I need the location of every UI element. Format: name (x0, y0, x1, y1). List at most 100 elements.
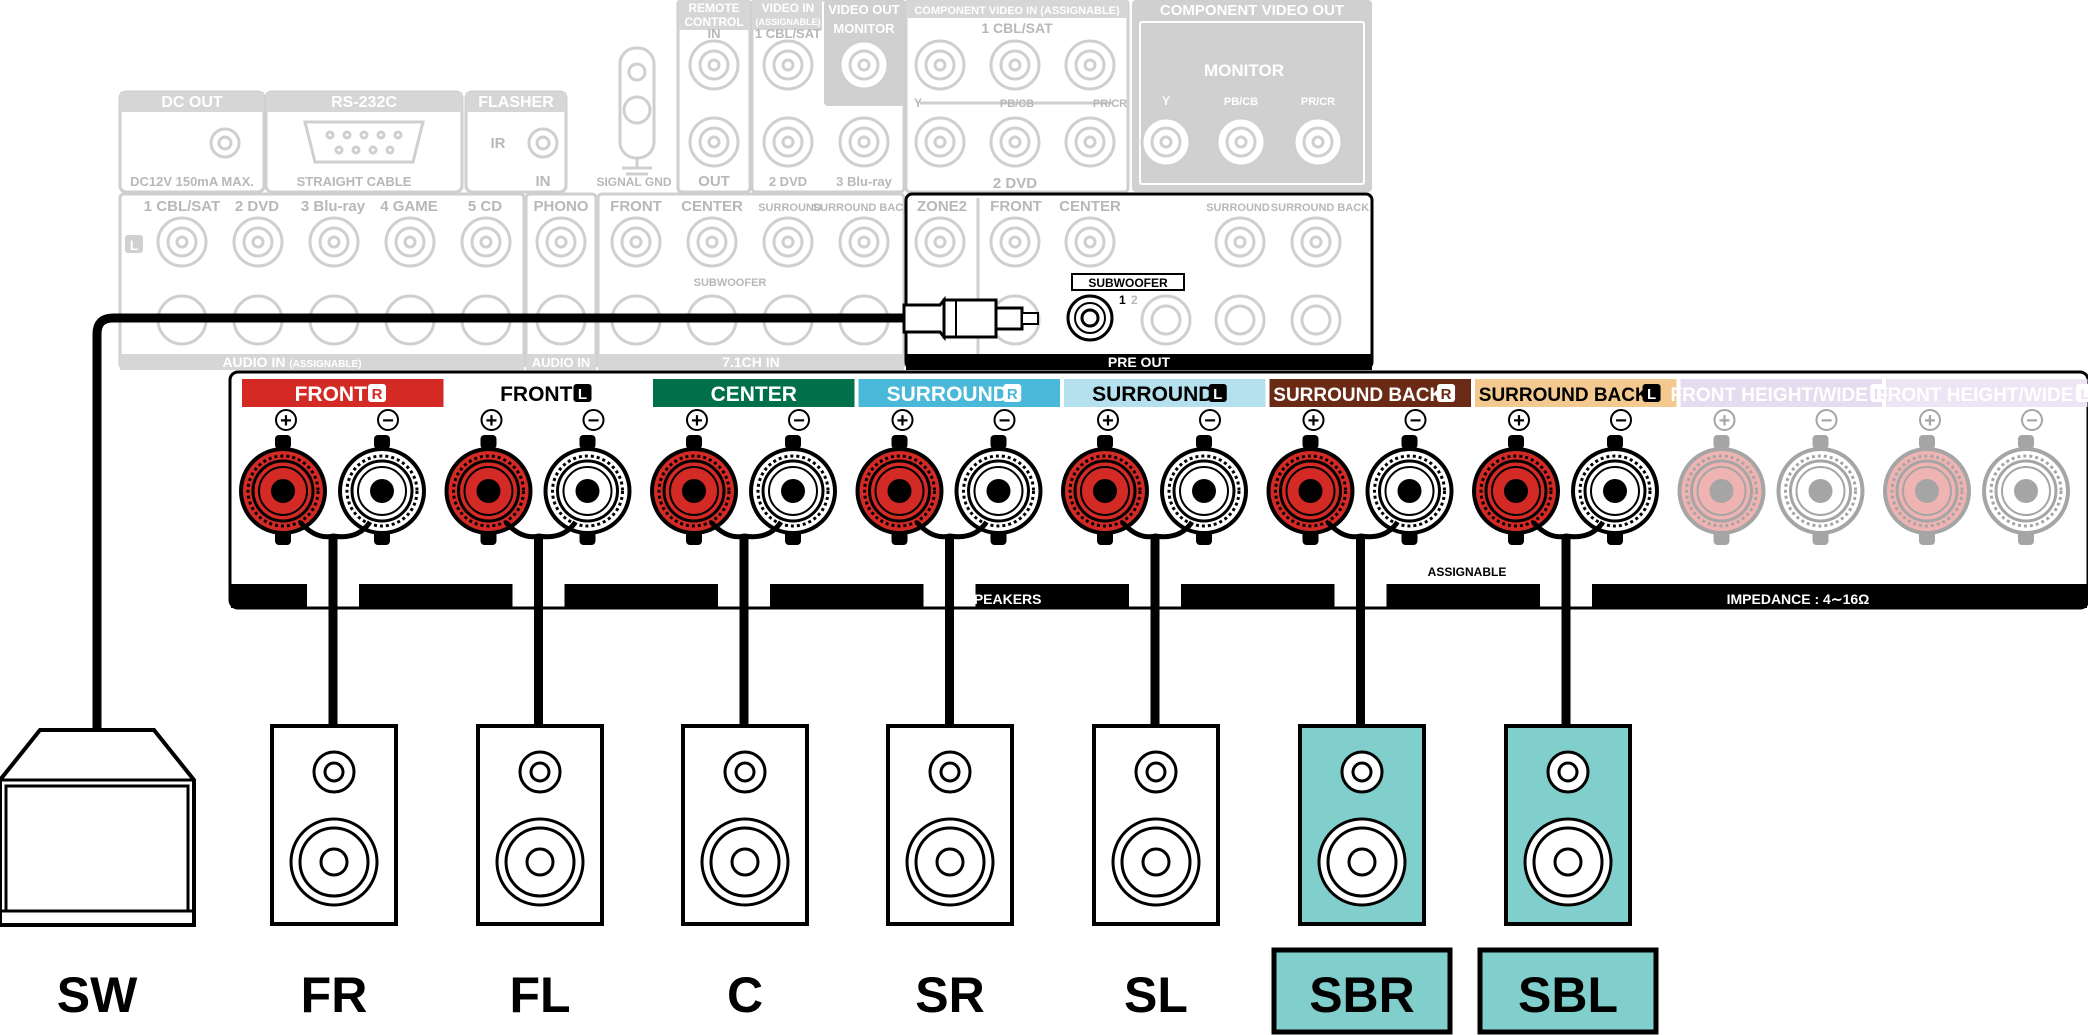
component-in-pr: PR/CR (1093, 98, 1127, 110)
subwoofer-cable (92, 295, 1039, 732)
rs232c-port (303, 120, 425, 164)
channel-badge-box (2075, 384, 2088, 402)
minus-symbol (582, 409, 605, 431)
channel-badge-box (1642, 384, 1661, 402)
pre-out-surround-back: SURROUND BACK (1271, 202, 1369, 214)
minus-text: − (1821, 410, 1833, 432)
positive-terminal[interactable] (239, 435, 327, 545)
pre-out-surround: SURROUND (1206, 202, 1270, 214)
component-out-title: COMPONENT VIDEO OUT (1160, 2, 1344, 19)
channel-badge-box (1208, 384, 1227, 402)
speaker-fl: FL (476, 724, 604, 1023)
positive-terminal[interactable] (1266, 435, 1355, 545)
channel-label: SURROUND (887, 383, 1008, 406)
channel-label: SURROUND BACK (1273, 385, 1443, 406)
positive-terminal[interactable] (1677, 435, 1766, 545)
audio-in-2: 2 DVD (235, 198, 279, 215)
negative-terminal[interactable] (1571, 435, 1659, 545)
speaker-sbr: SBR (1271, 724, 1453, 1035)
signal-gnd-label: SIGNAL GND (596, 175, 671, 189)
pre-out-center: CENTER (1059, 198, 1121, 215)
positive-terminal[interactable] (650, 435, 738, 545)
rca-plug-body (902, 295, 946, 342)
channel-badge-box (1437, 384, 1456, 402)
negative-terminal[interactable] (749, 435, 837, 545)
plus-symbol (1097, 409, 1119, 431)
component-in-bottom: 2 DVD (993, 175, 1037, 192)
pre-out-subwoofer: SUBWOOFER (1088, 276, 1168, 290)
minus-text: − (588, 410, 600, 432)
rs232c-title: RS-232C (331, 94, 397, 111)
plus-symbol (480, 409, 503, 431)
minus-text: − (1410, 410, 1422, 432)
pre-out-sw2: 2 (1131, 293, 1138, 307)
rs232c-sub: STRAIGHT CABLE (297, 174, 412, 189)
audio-in-label: AUDIO IN (ASSIGNABLE) (222, 354, 361, 370)
speaker-label: SBR (1309, 967, 1415, 1023)
video-in-title1: VIDEO IN (762, 1, 815, 15)
audio-in-4: 4 GAME (380, 198, 438, 215)
channel-header-bg (653, 379, 855, 407)
remote-in-jack (688, 39, 740, 91)
plus-text: + (1308, 410, 1320, 432)
video-out-title: VIDEO OUT (828, 2, 900, 17)
remote-control-section: REMOTE CONTROL IN OUT (676, 0, 752, 194)
channel-header-bg (1680, 379, 1882, 407)
component-in-title: COMPONENT VIDEO IN (ASSIGNABLE) (914, 5, 1120, 17)
assignable-label: ASSIGNABLE (1428, 565, 1507, 579)
positive-terminal[interactable] (1883, 435, 1971, 545)
channel-label: FRONT (295, 383, 367, 406)
negative-terminal[interactable] (1160, 435, 1248, 545)
component-in-y: Y (914, 96, 922, 110)
positive-terminal[interactable] (855, 435, 944, 545)
speaker-label-box (1271, 947, 1453, 1035)
plus-text: + (1513, 410, 1525, 432)
channel-badge: R (1874, 386, 1885, 403)
speaker-label: FL (509, 967, 570, 1023)
ch71-subwoofer: SUBWOOFER (694, 277, 767, 289)
audio-in-l-badge-box (125, 235, 143, 253)
plus-symbol (891, 409, 914, 431)
speakers-label: SPEAKERS (964, 591, 1041, 607)
negative-terminal[interactable] (1982, 435, 2070, 545)
channel-label: SURROUND BACK (1479, 385, 1649, 406)
plus-symbol (275, 409, 297, 431)
plus-symbol (1302, 409, 1325, 431)
positive-terminal[interactable] (1061, 435, 1149, 545)
speaker-label: SW (57, 967, 138, 1023)
minus-symbol (377, 409, 399, 431)
negative-terminal[interactable] (1776, 435, 1865, 545)
speaker-label: SBL (1518, 967, 1618, 1023)
negative-terminal[interactable] (954, 435, 1043, 545)
channel-label: FRONT (500, 383, 572, 406)
video-out-monitor: MONITOR (833, 21, 895, 36)
positive-terminal[interactable] (444, 435, 533, 545)
speaker-label: C (727, 967, 763, 1023)
signal-gnd: SIGNAL GND (596, 46, 672, 189)
minus-text: − (1615, 410, 1627, 432)
positive-terminal[interactable] (1472, 435, 1560, 545)
dc-out-jack (209, 127, 241, 159)
negative-terminal[interactable] (1365, 435, 1454, 545)
minus-text: − (382, 410, 394, 432)
negative-terminal[interactable] (338, 435, 426, 545)
channel-badge: L (1213, 386, 1222, 403)
minus-symbol (788, 409, 810, 431)
minus-symbol (1404, 409, 1427, 431)
dc-out-spec: DC12V 150mA MAX. (130, 174, 254, 189)
rear-panel-upper: DC OUT DC12V 150mA MAX. RS-232C STRAIGHT… (92, 0, 1374, 732)
channel-3: CENTER+− (650, 379, 855, 728)
speaker-c: C (681, 724, 809, 1023)
channel-header-bg (1886, 379, 2088, 407)
channel-badge-box (1003, 384, 1022, 402)
minus-symbol (1815, 409, 1838, 431)
impedance-label: IMPEDANCE : 4∼16Ω (1727, 591, 1870, 607)
remote-out-jack (688, 116, 740, 168)
channel-badge: R (1007, 386, 1018, 403)
speaker-label: FR (301, 967, 368, 1023)
negative-terminal[interactable] (543, 435, 632, 545)
